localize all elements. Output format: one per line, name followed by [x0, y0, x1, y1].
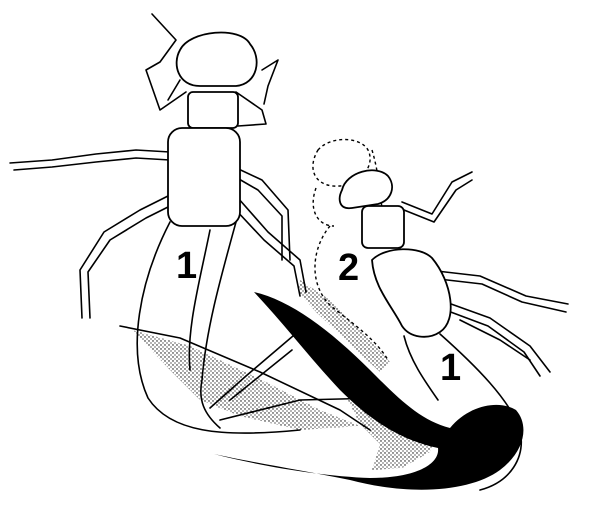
animal-1-right-abdomen — [404, 336, 438, 400]
animal-1-left-head — [177, 33, 257, 86]
animal-1-left-legs — [10, 14, 306, 318]
animal-1-right-prothorax — [362, 206, 404, 248]
animal-1-right-head — [340, 170, 392, 208]
label-animal-2: 2 — [338, 247, 359, 289]
animal-1-left-prothorax — [188, 92, 238, 128]
label-animal-1-right: 1 — [440, 347, 461, 389]
animal-1-left-mesothorax — [168, 128, 240, 226]
label-animal-1-left: 1 — [176, 245, 197, 287]
animal-1-right-mesothorax — [372, 249, 451, 337]
